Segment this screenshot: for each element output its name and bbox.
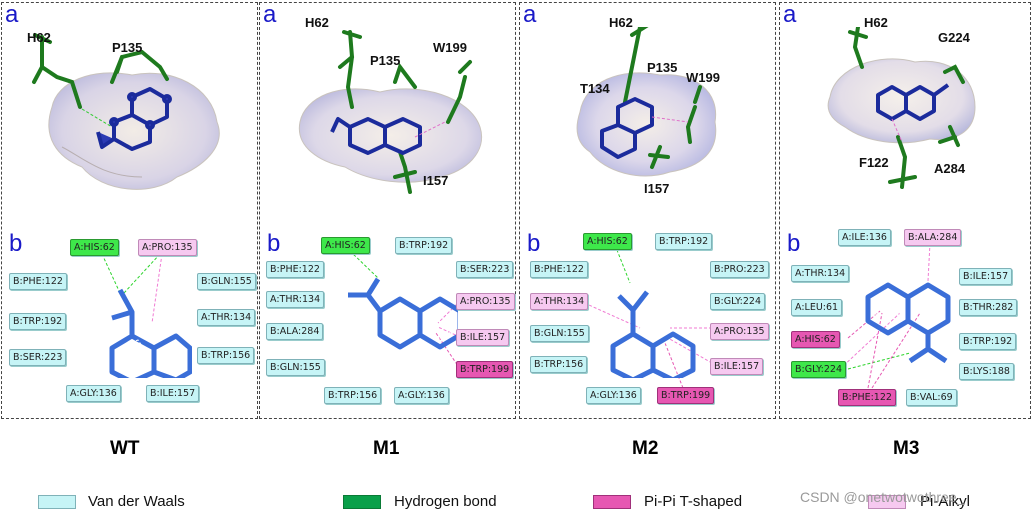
interaction-node: A:THR:134 — [266, 291, 324, 308]
interaction-node: A:HIS:62 — [583, 233, 632, 250]
interaction-node: B:PHE:122 — [838, 389, 896, 406]
interaction-node: B:SER:223 — [9, 349, 66, 366]
mutant-label-wt: WT — [110, 438, 140, 460]
mutant-label-m2: M2 — [632, 438, 658, 460]
interaction-node: A:HIS:62 — [321, 237, 370, 254]
interaction-node: B:GLN:155 — [197, 273, 256, 290]
interaction-node: B:GLY:224 — [710, 293, 765, 310]
interaction-node: A:LEU:61 — [791, 299, 842, 316]
interaction-node: B:ALA:284 — [266, 323, 323, 340]
interaction-node: B:GLN:155 — [530, 325, 589, 342]
interaction-node: B:SER:223 — [456, 261, 513, 278]
interaction-node: B:TRP:156 — [530, 356, 587, 373]
interaction-node: B:TRP:192 — [959, 333, 1016, 350]
ligand-2d-structure — [595, 268, 715, 378]
ligand-2d-structure — [338, 265, 458, 375]
interaction-node: B:ALA:284 — [904, 229, 961, 246]
interaction-node: A:HIS:62 — [791, 331, 840, 348]
interaction-node: B:GLY:224 — [791, 361, 846, 378]
panel-m1: a H62 P135 W199 I157 b — [259, 2, 516, 419]
mutant-label-m1: M1 — [373, 438, 399, 460]
interaction-node: B:GLN:155 — [266, 359, 325, 376]
interaction-node: A:PRO:135 — [138, 239, 197, 256]
interaction-node: B:ILE:157 — [146, 385, 199, 402]
ligand-2d-structure — [72, 268, 192, 378]
interaction-node: A:ILE:136 — [838, 229, 891, 246]
mutant-label-m3: M3 — [893, 438, 919, 460]
interaction-node: B:TRP:156 — [324, 387, 381, 404]
interaction-node: B:TRP:199 — [456, 361, 513, 378]
panel-wt: a H62 P135 b A — [1, 2, 258, 419]
interaction-node: B:ILE:157 — [710, 358, 763, 375]
watermark: CSDN @onetwotwothree_ — [800, 489, 964, 505]
interaction-node: B:VAL:69 — [906, 389, 957, 406]
panel-m3: a H62 G224 F122 A284 b — [779, 2, 1031, 419]
legend-swatch-hbond — [343, 495, 381, 509]
legend-swatch-pipi — [593, 495, 631, 509]
legend-label-hbond: Hydrogen bond — [394, 493, 497, 510]
interaction-node: B:PHE:122 — [9, 273, 67, 290]
interaction-node: B:PHE:122 — [266, 261, 324, 278]
legend-swatch-vdw — [38, 495, 76, 509]
interaction-node: A:HIS:62 — [70, 239, 119, 256]
legend-label-vdw: Van der Waals — [88, 493, 185, 510]
panel-m2: a H62 P135 W199 T134 I157 b — [519, 2, 776, 419]
interaction-node: B:TRP:192 — [655, 233, 712, 250]
interaction-node: B:PRO:223 — [710, 261, 769, 278]
interaction-node: B:TRP:156 — [197, 347, 254, 364]
interaction-node: A:GLY:136 — [394, 387, 449, 404]
interaction-node: A:PRO:135 — [456, 293, 515, 310]
legend-label-pipi: Pi-Pi T-shaped — [644, 493, 742, 510]
interaction-node: B:THR:282 — [959, 299, 1017, 316]
interaction-node: A:GLY:136 — [66, 385, 121, 402]
interaction-node: B:ILE:157 — [456, 329, 509, 346]
interaction-node: A:PRO:135 — [710, 323, 769, 340]
interaction-node: B:PHE:122 — [530, 261, 588, 278]
interaction-node: B:TRP:192 — [395, 237, 452, 254]
interaction-node: A:THR:134 — [791, 265, 849, 282]
interaction-node: A:THR:134 — [197, 309, 255, 326]
interaction-node: B:ILE:157 — [959, 268, 1012, 285]
interaction-node: B:LYS:188 — [959, 363, 1014, 380]
interaction-node: A:THR:134 — [530, 293, 588, 310]
interaction-node: B:TRP:192 — [9, 313, 66, 330]
interaction-node: A:GLY:136 — [586, 387, 641, 404]
interaction-node: B:TRP:199 — [657, 387, 714, 404]
